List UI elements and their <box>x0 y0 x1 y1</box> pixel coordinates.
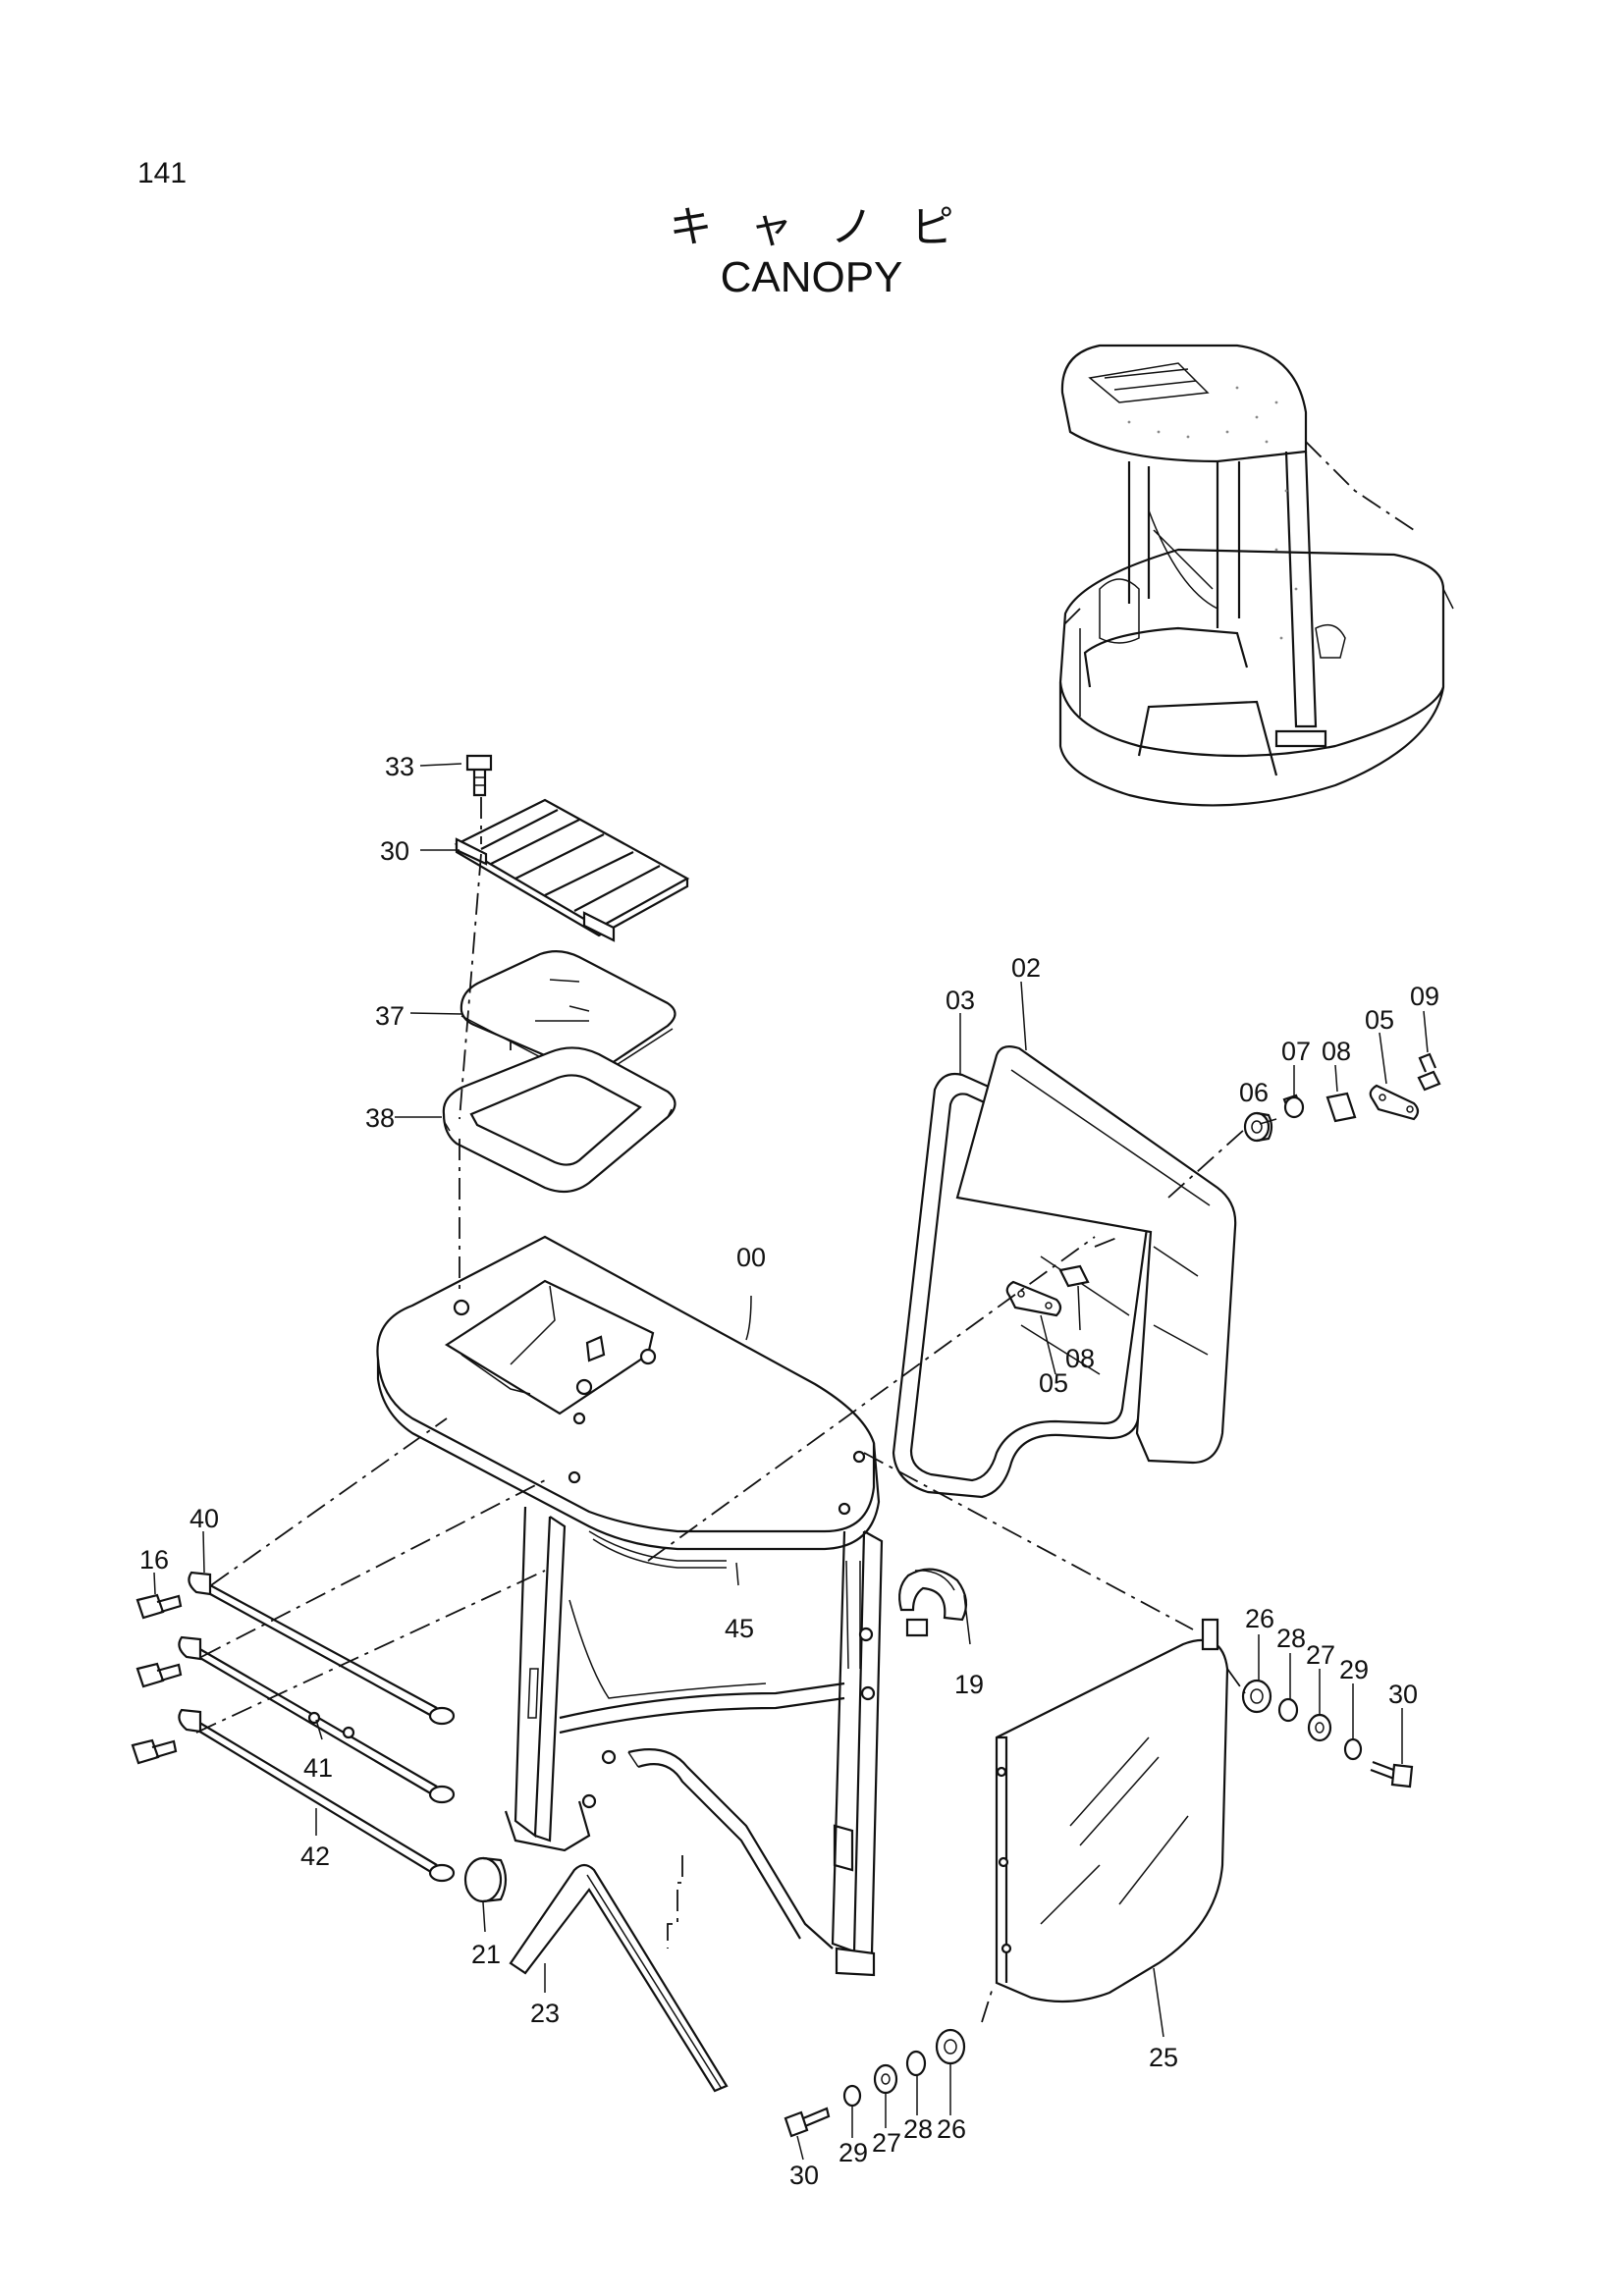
callout-40: 40 <box>189 1504 219 1533</box>
callout-08-right: 08 <box>1322 1037 1351 1066</box>
callout-02: 02 <box>1011 953 1041 983</box>
title-english: CANOPY <box>720 253 903 301</box>
part-02-window-glass <box>955 1045 1237 1465</box>
callout-29-lower: 29 <box>839 2138 868 2167</box>
callout-28-upper: 28 <box>1276 1624 1306 1653</box>
part-25-side-panel <box>995 1618 1229 2003</box>
callout-19: 19 <box>954 1670 984 1699</box>
callout-23: 23 <box>530 1999 560 2028</box>
part-06-grommet <box>1243 1111 1273 1143</box>
callout-37: 37 <box>375 1001 405 1031</box>
part-07-collar <box>1282 1094 1305 1119</box>
part-40-stay <box>188 1571 456 1726</box>
part-27-washer-upper <box>1307 1713 1332 1742</box>
callout-07: 07 <box>1281 1037 1311 1066</box>
callout-33: 30 <box>380 836 409 866</box>
callout-03: 03 <box>946 986 975 1015</box>
callout-09: 09 <box>1410 982 1439 1011</box>
part-33-grille <box>454 798 690 942</box>
callout-34: 33 <box>385 752 414 781</box>
callout-45: 45 <box>725 1614 754 1643</box>
part-26-grommet-upper <box>1241 1679 1272 1714</box>
part-29-washer-lower <box>842 2084 862 2108</box>
callout-05-right: 05 <box>1365 1005 1394 1035</box>
callout-30-lower: 30 <box>789 2161 819 2190</box>
part-42-stay <box>178 1708 456 1883</box>
callout-labels: 33 30 37 38 00 02 03 06 07 08 05 09 05 0… <box>139 752 1439 2190</box>
callout-00: 00 <box>736 1243 766 1272</box>
part-19-grommet <box>898 1568 968 1637</box>
callout-42: 42 <box>300 1842 330 1871</box>
part-45-seal <box>588 1530 727 1569</box>
part-16-bolts <box>131 1593 183 1765</box>
callout-25: 25 <box>1149 2043 1178 2072</box>
leader-lines <box>153 763 1429 2161</box>
part-30-bolt-lower <box>784 2107 831 2138</box>
page-number: 141 <box>137 157 188 189</box>
part-23-weatherstrip <box>509 1855 729 2093</box>
part-26-grommet-lower <box>935 2028 966 2065</box>
title-japanese: キャノピ <box>669 202 992 252</box>
callout-05-center: 05 <box>1039 1368 1068 1398</box>
part-28-collar-upper <box>1277 1697 1299 1723</box>
callout-08-center: 08 <box>1065 1344 1095 1373</box>
part-41-stay <box>178 1635 456 1804</box>
part-00-canopy-frame <box>376 1235 884 1977</box>
part-29-washer-upper <box>1343 1737 1363 1761</box>
callout-21: 21 <box>471 1940 501 1969</box>
inset-assembled-view <box>1058 344 1454 807</box>
part-08-nut-plate <box>1058 1092 1357 1288</box>
callout-16: 16 <box>139 1545 169 1575</box>
callout-06: 06 <box>1239 1078 1269 1107</box>
callout-27-lower: 27 <box>872 2128 901 2158</box>
part-34-bolt <box>465 754 493 797</box>
callout-38: 38 <box>365 1103 395 1133</box>
callout-26-upper: 26 <box>1245 1604 1274 1633</box>
callout-41: 41 <box>303 1753 333 1783</box>
callout-29-upper: 29 <box>1339 1655 1369 1684</box>
callout-26-lower: 26 <box>937 2114 966 2144</box>
part-21-plug <box>463 1856 508 1903</box>
part-09-bolt <box>1417 1052 1441 1092</box>
callout-27-upper: 27 <box>1306 1640 1335 1670</box>
part-05-plate <box>1005 1084 1420 1317</box>
callout-30-upper: 30 <box>1388 1680 1418 1709</box>
assembly-center-lines <box>195 797 1246 2023</box>
part-38-gasket <box>442 1046 676 1194</box>
part-28-collar-lower <box>905 2050 927 2077</box>
part-30-bolt-upper <box>1370 1760 1414 1789</box>
callout-28-lower: 28 <box>903 2114 933 2144</box>
part-27-washer-lower <box>873 2063 898 2095</box>
